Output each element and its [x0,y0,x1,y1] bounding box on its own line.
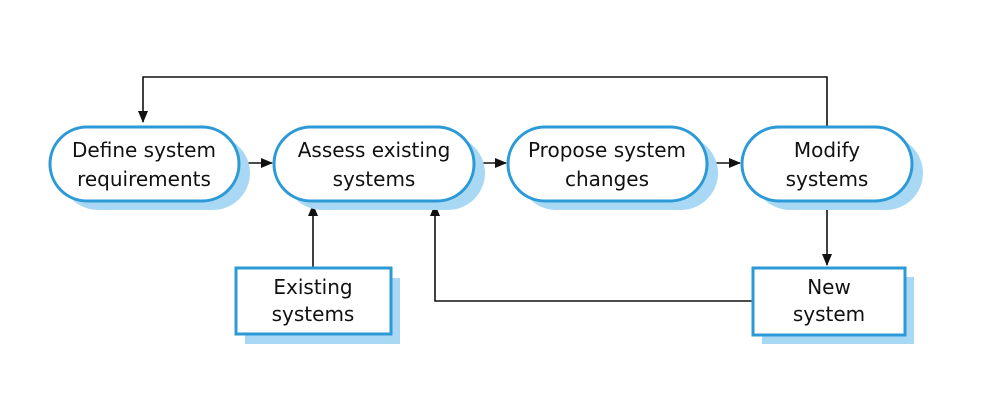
node-new-system: New system [751,266,914,344]
node-existing-systems: Existing systems [234,266,400,344]
node-label-line2: requirements [77,167,211,191]
node-body [234,266,393,336]
node-define-system-requirements: Define system requirements [48,125,250,210]
node-assess-existing-systems: Assess existing systems [272,125,485,210]
node-label-line2: changes [565,167,649,191]
feedback-arrow-modify-to-define [138,76,828,126]
connectors [138,76,832,302]
node-label-line2: systems [786,167,869,191]
node-label-line2: systems [272,302,355,326]
node-label-line1: New [807,275,851,299]
node-body [272,125,476,203]
node-label-line1: Define system [72,138,216,162]
node-propose-system-changes: Propose system changes [506,125,718,210]
node-body [751,266,907,337]
node-label-line2: systems [333,167,416,191]
node-body [506,125,709,203]
node-label-line1: Assess existing [298,138,451,162]
node-label-line2: system [793,302,865,326]
node-body [740,125,914,203]
node-label-line1: Propose system [528,138,686,162]
node-label-line1: Existing [273,275,352,299]
feedback-arrow-new-system-to-assess [430,204,753,302]
node-body [48,125,241,203]
node-label-line1: Modify [794,138,860,162]
node-modify-systems: Modify systems [740,125,923,210]
